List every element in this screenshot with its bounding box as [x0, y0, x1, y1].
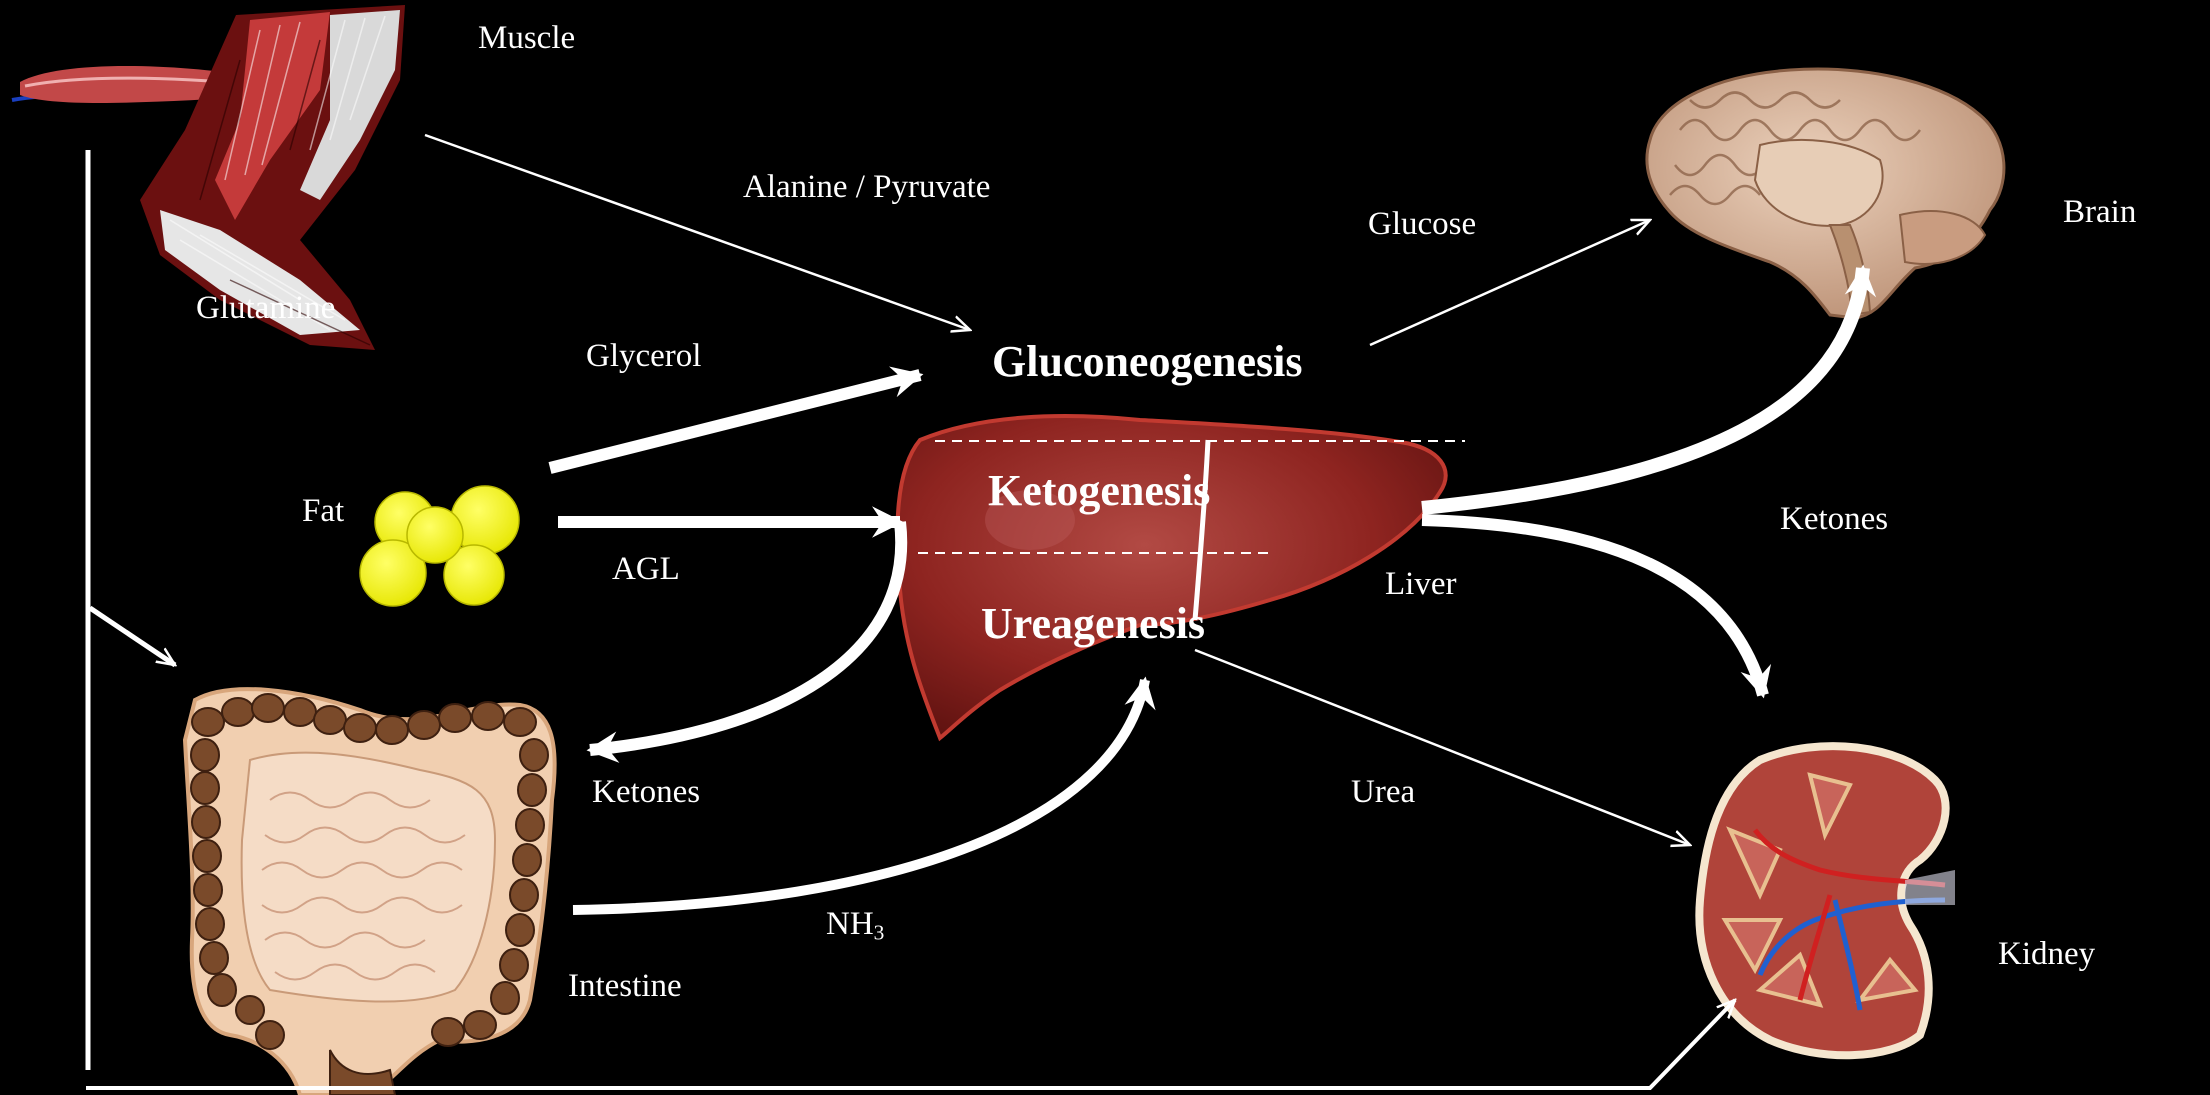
intestine-label: Intestine [568, 970, 682, 1003]
nh3-subscript: 3 [874, 920, 885, 944]
ketogenesis-label: Ketogenesis [988, 469, 1210, 513]
alanine-pyruvate-label: Alanine / Pyruvate [743, 171, 990, 204]
nh3-base: NH [826, 906, 874, 942]
ketones-brain-kidney-label: Ketones [1780, 503, 1888, 536]
intestine-illustration [185, 689, 555, 1095]
arrow-to-intestine [90, 608, 175, 665]
liver-label: Liver [1385, 568, 1456, 601]
ketones-intestine-label: Ketones [592, 776, 700, 809]
fat-cells-illustration [360, 486, 519, 606]
kidney-label: Kidney [1998, 938, 2095, 971]
agl-label: AGL [612, 553, 680, 586]
brain-label: Brain [2063, 196, 2136, 229]
arrow-fat-to-gluconeogenesis [550, 375, 920, 468]
glutamine-label: Glutamine [196, 292, 335, 325]
liver-illustration [897, 416, 1445, 738]
kidney-illustration [1699, 746, 1955, 1055]
ureagenesis-label: Ureagenesis [981, 602, 1205, 646]
arrow-liver-to-brain [1422, 268, 1863, 508]
arrow-liver-to-kidney-urea [1195, 650, 1690, 845]
nh3-label: NH3 [826, 908, 884, 944]
urea-label: Urea [1351, 776, 1415, 809]
muscle-label: Muscle [478, 22, 575, 55]
brain-illustration [1647, 69, 2004, 318]
fat-label: Fat [302, 495, 344, 528]
arrow-liver-to-kidney [1422, 520, 1763, 695]
arrow-muscle-to-gluconeogenesis [425, 135, 970, 330]
glucose-label: Glucose [1368, 208, 1476, 241]
gluconeogenesis-label: Gluconeogenesis [992, 340, 1302, 384]
glycerol-label: Glycerol [586, 340, 701, 373]
